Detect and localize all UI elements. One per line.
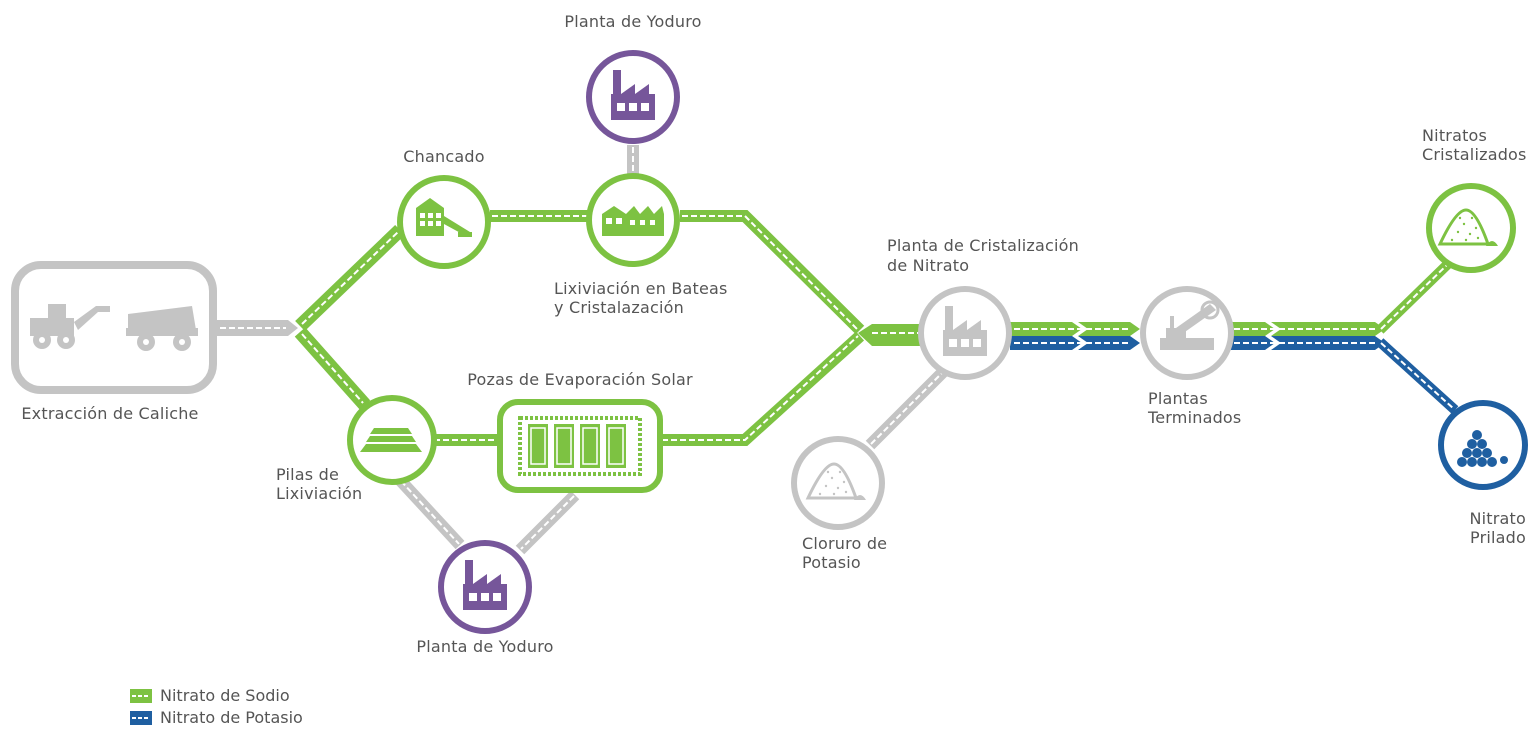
node-extraccion bbox=[11, 261, 217, 394]
legend-swatch-potasio bbox=[130, 710, 152, 725]
heap-pile-icon bbox=[360, 428, 422, 452]
label-cloruro-2: Potasio bbox=[802, 553, 861, 572]
label-cristalizados-1: Nitratos bbox=[1422, 126, 1488, 145]
legend-swatch-sodio bbox=[130, 688, 152, 703]
label-pilas-1: Pilas de bbox=[276, 465, 340, 484]
connector-yoduro-lixiviacion bbox=[627, 145, 639, 180]
label-pozas: Pozas de Evaporación Solar bbox=[467, 370, 693, 389]
legend-item-potasio: Nitrato de Potasio bbox=[130, 708, 303, 727]
connector-extraction-split bbox=[213, 320, 298, 336]
label-cristalizados-2: Cristalizados bbox=[1422, 145, 1527, 164]
label-pilas-2: Lixiviación bbox=[276, 484, 363, 503]
connector-to-pilas bbox=[294, 327, 371, 410]
ship-loader-icon bbox=[1160, 300, 1220, 350]
label-yoduro-top: Planta de Yoduro bbox=[564, 12, 702, 31]
connector-pilas-pozas bbox=[432, 434, 500, 446]
node-cristalizacion bbox=[918, 286, 1012, 380]
label-chancado: Chancado bbox=[403, 147, 485, 166]
connector-to-prilado bbox=[1376, 338, 1459, 414]
label-cristalizacion-2: de Nitrato bbox=[887, 256, 970, 275]
label-cristalizacion-1: Planta de Cristalización bbox=[887, 236, 1079, 255]
label-terminados-2: Terminados bbox=[1148, 408, 1242, 427]
mining-trucks-icon bbox=[30, 304, 198, 351]
node-cloruro bbox=[791, 436, 885, 530]
prills-icon bbox=[1457, 430, 1508, 467]
legend-label-sodio: Nitrato de Sodio bbox=[160, 686, 290, 705]
connector-pozas-cristalizacion bbox=[660, 331, 865, 446]
node-yoduro-top bbox=[586, 50, 680, 144]
node-yoduro-bottom bbox=[438, 540, 532, 634]
node-pilas bbox=[347, 395, 437, 485]
label-extraccion: Extracción de Caliche bbox=[21, 404, 199, 423]
vat-plant-icon bbox=[602, 206, 664, 236]
label-yoduro-bottom: Planta de Yoduro bbox=[416, 637, 554, 656]
label-prilado-1: Nitrato bbox=[1469, 509, 1526, 528]
crusher-icon bbox=[416, 198, 472, 237]
label-prilado-2: Prilado bbox=[1470, 528, 1526, 547]
node-chancado bbox=[397, 175, 491, 269]
legend-label-potasio: Nitrato de Potasio bbox=[160, 708, 303, 727]
legend-item-sodio: Nitrato de Sodio bbox=[130, 686, 290, 705]
connector-pozas-yoduro bbox=[515, 490, 580, 555]
node-terminados bbox=[1140, 286, 1234, 380]
node-lixiviacion-bateas bbox=[586, 173, 680, 267]
connector-lixiviacion-cristalizacion bbox=[680, 210, 865, 335]
connector-cristalizacion-terminados bbox=[1010, 322, 1140, 350]
connector-pilas-yoduro bbox=[395, 475, 465, 550]
connector-lines bbox=[213, 145, 1459, 555]
connector-to-cristalizados bbox=[1376, 258, 1454, 334]
label-cloruro-1: Cloruro de bbox=[802, 534, 888, 553]
label-lixiviacion-bateas-1: Lixiviación en Bateas bbox=[554, 279, 728, 298]
connector-terminados-split bbox=[1230, 322, 1385, 350]
connector-cloruro-cristalizacion bbox=[865, 365, 950, 450]
evaporation-ponds-icon bbox=[518, 416, 642, 476]
node-pozas bbox=[497, 399, 663, 493]
label-lixiviacion-bateas-2: y Cristalazación bbox=[554, 298, 684, 317]
label-terminados-1: Plantas bbox=[1148, 389, 1208, 408]
node-prilado bbox=[1438, 400, 1528, 490]
connector-chancado-lixiviacion bbox=[490, 210, 590, 222]
node-cristalizados bbox=[1426, 183, 1516, 273]
connector-to-chancado bbox=[295, 224, 405, 332]
